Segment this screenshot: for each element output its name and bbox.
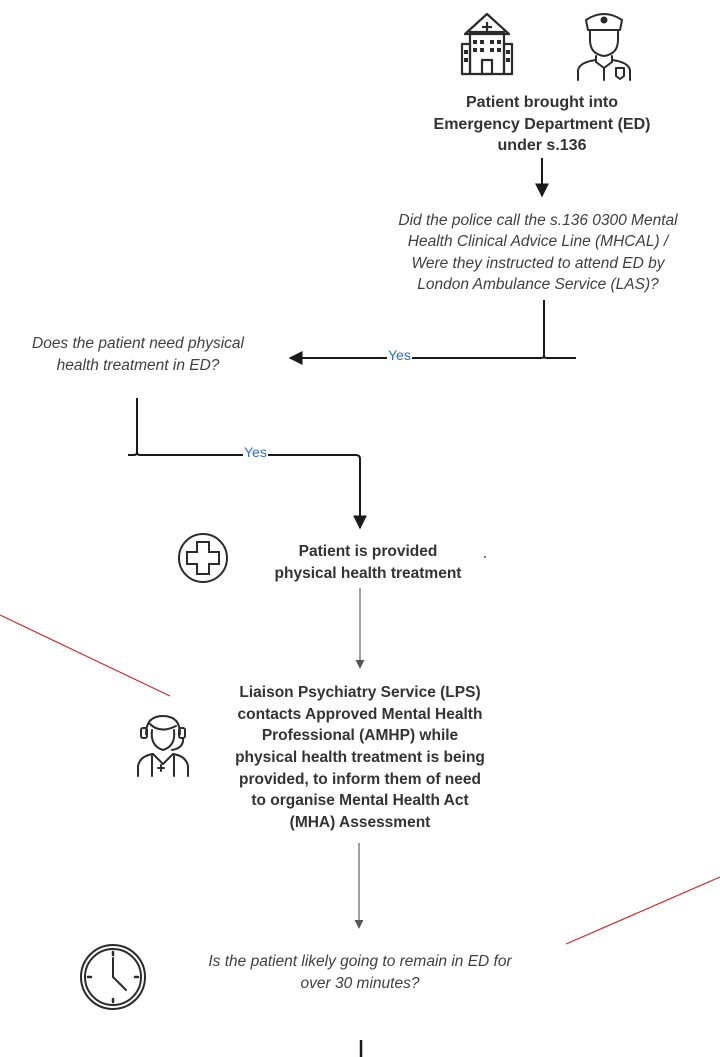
annotation-line-right — [565, 876, 720, 945]
node-line: Did the police call the s.136 0300 Menta… — [398, 212, 678, 229]
node-line: Professional (AMHP) while — [261, 727, 459, 745]
node-line: physical health treatment — [274, 564, 462, 582]
node-physical-treatment: Patient is provided physical health trea… — [248, 541, 488, 584]
node-line: contacts Approved Mental Health — [237, 705, 483, 723]
node-physical-need-question: Does the patient need physical health tr… — [0, 333, 276, 376]
node-line: Were they instructed to attend ED by — [411, 254, 665, 272]
node-line: to organise Mental Health Act — [251, 792, 469, 810]
annotation-line-left — [0, 614, 171, 697]
node-line: over 30 minutes? — [300, 974, 420, 992]
node-line: Health Clinical Advice Line (MHCAL) / — [407, 233, 669, 251]
node-line: Patient is provided — [298, 543, 438, 560]
edge-label-yes-1: Yes — [387, 347, 412, 363]
node-line: under s.136 — [497, 137, 587, 155]
call-operator-icon — [137, 715, 189, 777]
stray-dot — [484, 556, 486, 558]
hospital-building-icon — [460, 12, 514, 76]
node-line: Emergency Department (ED) — [433, 115, 651, 133]
node-line: Does the patient need physical — [32, 335, 244, 352]
node-line: physical health treatment is being — [235, 749, 485, 767]
police-officer-icon — [577, 13, 631, 81]
connector-physical-to-treatment — [128, 398, 367, 530]
node-line: (MHA) Assessment — [289, 814, 431, 832]
node-line: Patient brought into — [466, 94, 618, 111]
clock-icon — [80, 944, 146, 1010]
node-line: provided, to inform them of need — [239, 770, 481, 788]
node-police-call-question: Did the police call the s.136 0300 Menta… — [358, 210, 718, 296]
node-remain-in-ed-question: Is the patient likely going to remain in… — [160, 951, 560, 994]
node-line: health treatment in ED? — [56, 356, 220, 374]
medical-cross-icon — [178, 533, 228, 583]
connector-question-to-physical — [288, 300, 576, 365]
node-patient-arrival: Patient brought into Emergency Departmen… — [392, 92, 692, 157]
node-lps-contacts-amhp: Liaison Psychiatry Service (LPS) contact… — [200, 682, 520, 834]
node-line: Is the patient likely going to remain in… — [208, 953, 512, 970]
edge-label-yes-2: Yes — [243, 444, 268, 460]
node-line: Liaison Psychiatry Service (LPS) — [239, 684, 481, 701]
node-line: London Ambulance Service (LAS)? — [417, 276, 659, 294]
